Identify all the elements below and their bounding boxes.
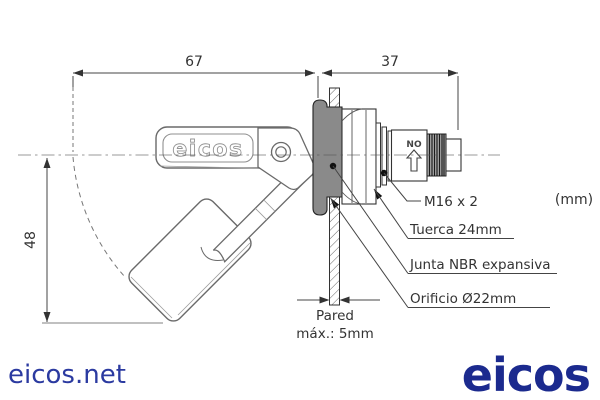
dimension-37: 37	[322, 54, 459, 130]
dimension-48: 48	[23, 158, 163, 324]
dimension-arrow	[339, 296, 350, 304]
dimension-arrow	[43, 312, 51, 322]
hex-nut	[341, 108, 377, 205]
device-brand-embossed: eicos	[172, 137, 243, 162]
unit-note: (mm)	[555, 192, 593, 208]
dimension-arrow	[322, 69, 332, 77]
switch-body: NO	[390, 129, 428, 182]
lever-arm: eicos	[155, 126, 316, 191]
switch-state-label: NO	[406, 140, 422, 150]
wall-label-line2: máx.: 5mm	[296, 326, 373, 342]
wall-thickness-dimension: Pared máx.: 5mm	[296, 296, 380, 342]
float-swing-arc	[72, 156, 126, 278]
dimension-48-label: 48	[23, 231, 39, 249]
wall-label-line1: Pared	[316, 308, 354, 324]
dimension-37-label: 37	[381, 54, 399, 70]
nut-label: Tuerca 24mm	[409, 222, 502, 238]
pivot-circle-inner	[275, 146, 287, 158]
website-link[interactable]: eicos.net	[8, 360, 126, 390]
thread-spec-label: M16 x 2	[424, 194, 478, 210]
hole-label: Orificio Ø22mm	[410, 291, 516, 307]
seal-label: Junta NBR expansiva	[409, 257, 550, 273]
float	[128, 198, 252, 322]
leader-lines	[329, 162, 557, 308]
dimension-arrow	[43, 158, 51, 168]
dimension-arrow	[305, 69, 315, 77]
dimension-arrow	[448, 69, 458, 77]
float-arm	[200, 165, 310, 263]
dimension-arrow	[73, 69, 83, 77]
dimension-arrow	[319, 296, 330, 304]
dimension-67-label: 67	[185, 54, 203, 70]
dimension-67: 67	[72, 54, 319, 152]
brand-logo: eicos	[461, 348, 591, 400]
